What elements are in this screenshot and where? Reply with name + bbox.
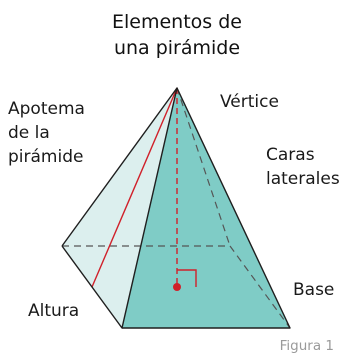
- left-face-outline: [61, 87, 178, 329]
- front-face-outline: [122, 87, 291, 329]
- label-apotema-line1: Apotema: [8, 99, 85, 119]
- label-vertice: Vértice: [220, 92, 279, 112]
- left-lateral-face: [62, 88, 177, 328]
- label-apotema-line2: de la: [8, 123, 50, 143]
- hidden-lateral-edge: [176, 87, 231, 247]
- label-base: Base: [293, 280, 334, 300]
- label-caras-line2: laterales: [266, 169, 340, 189]
- hidden-base-edge-right: [229, 245, 291, 329]
- diagram-title-line1: Elementos de: [112, 11, 242, 33]
- base-center-point: [173, 283, 181, 291]
- label-apotema-line3: pirámide: [8, 147, 83, 167]
- figure-caption: Figura 1: [280, 338, 334, 354]
- label-caras-line1: Caras: [266, 145, 315, 165]
- right-angle-marker: [177, 269, 197, 287]
- front-lateral-face: [122, 88, 290, 328]
- diagram-title-line2: una pirámide: [114, 37, 240, 59]
- apothem-line: [91, 87, 178, 288]
- label-altura: Altura: [28, 301, 79, 321]
